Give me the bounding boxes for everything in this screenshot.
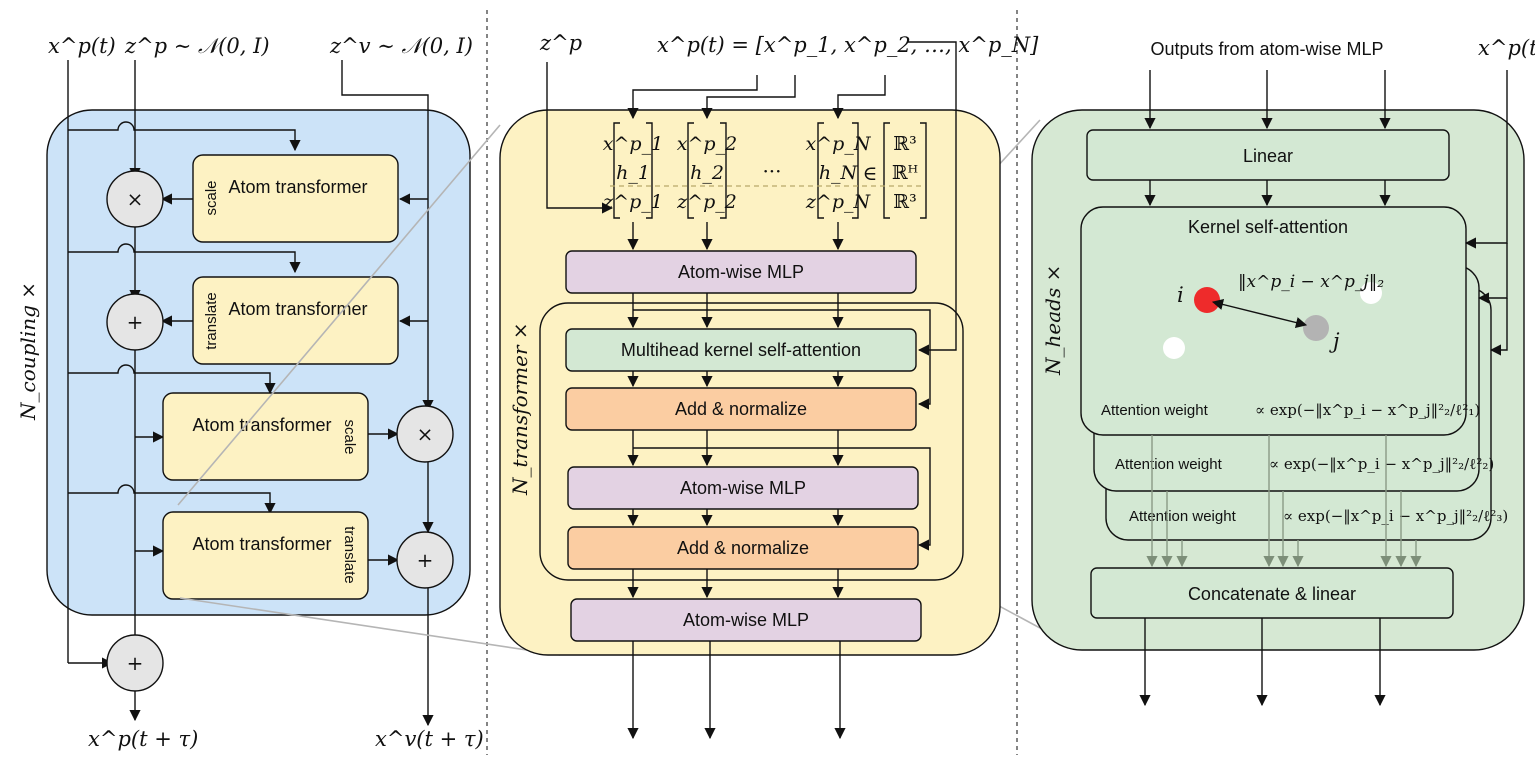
svg-text:Atom-wise MLP: Atom-wise MLP <box>680 478 806 498</box>
atom-transformer-4-title: Atom transformer <box>192 534 331 554</box>
svg-text:x^p_2: x^p_2 <box>677 133 737 155</box>
atomwise-mlp-in: Atom-wise MLP <box>565 250 917 294</box>
atom-transformer-3: Atom transformer scale <box>162 392 369 481</box>
svg-text:Attention weight: Attention weight <box>1129 508 1237 525</box>
atom-transformer-2: Atom transformer translate <box>192 276 399 365</box>
heads-repeat-label: N_heads × <box>1041 265 1065 376</box>
atom-transformer-4: Atom transformer translate <box>162 511 369 600</box>
svg-text:×: × <box>127 187 144 211</box>
atom-transformer-1-title: Atom transformer <box>228 177 367 197</box>
atom-transformer-3-side: scale <box>341 419 358 454</box>
distance-formula: ‖x^p_i − x^p_j‖₂ <box>1238 272 1384 292</box>
svg-text:+: + <box>127 651 144 675</box>
svg-text:ℝ³: ℝ³ <box>893 191 916 213</box>
svg-text:Atom-wise MLP: Atom-wise MLP <box>683 610 809 630</box>
input-zv-noise: z^v ∼ 𝒩(0, I) <box>329 34 473 58</box>
zoom-line-2 <box>179 597 561 656</box>
coupling-repeat-label: N_coupling × <box>16 282 40 421</box>
svg-text:ℝᴴ: ℝᴴ <box>892 162 918 184</box>
svg-text:x^p_N: x^p_N <box>806 133 872 155</box>
atom-transformer-1-side: scale <box>203 180 220 215</box>
svg-text:z^p_N: z^p_N <box>805 191 872 213</box>
svg-text:+: + <box>417 548 434 572</box>
kernel-attention-title: Kernel self-attention <box>1188 217 1348 237</box>
head-output-arrows <box>1146 435 1422 568</box>
svg-text:h_2: h_2 <box>690 162 724 184</box>
svg-text:Concatenate & linear: Concatenate & linear <box>1188 584 1356 604</box>
transformer-panel: z^p x^p(t) = [x^p_1, x^p_2, …, x^p_N] x^… <box>499 31 1039 740</box>
attention-weight-1: Attention weight ∝ exp(−‖x^p_i − x^p_j‖²… <box>1101 401 1480 419</box>
atom-transformer-2-side: translate <box>203 292 220 350</box>
node-j-label: j <box>1329 329 1340 353</box>
transformer-block <box>539 302 964 581</box>
right-input-xp-t: x^p(t) <box>1478 36 1535 60</box>
input-xp-sequence: x^p(t) = [x^p_1, x^p_2, …, x^p_N] <box>657 33 1039 57</box>
atom-transformer-3-title: Atom transformer <box>192 415 331 435</box>
svg-text:Attention weight: Attention weight <box>1115 456 1223 473</box>
atom-node-other-1 <box>1360 282 1382 304</box>
add-normalize-1: Add & normalize <box>565 387 917 431</box>
svg-text:h_N: h_N <box>819 162 859 184</box>
svg-text:z^p_2: z^p_2 <box>676 191 737 213</box>
atom-j-node <box>1303 315 1329 341</box>
atom-node-other-2 <box>1163 337 1185 359</box>
output-xv: x^v(t + τ) <box>375 727 484 751</box>
atomwise-mlp-out: Atom-wise MLP <box>570 598 922 642</box>
multiply-op-1: × <box>106 170 164 228</box>
attention-weight-3: Attention weight ∝ exp(−‖x^p_i − x^p_j‖²… <box>1129 507 1508 525</box>
space-vector: ℝ³ ℝᴴ ℝ³ <box>883 122 927 219</box>
svg-text:∝ exp(−‖x^p_i − x^p_j‖²₂/ℓ²₃): ∝ exp(−‖x^p_i − x^p_j‖²₂/ℓ²₃) <box>1283 507 1508 525</box>
add-op-1: + <box>106 293 164 351</box>
input-zp-middle: z^p <box>539 31 582 55</box>
add-op-final: + <box>106 634 164 692</box>
svg-text:Add & normalize: Add & normalize <box>677 538 809 558</box>
svg-text:+: + <box>127 310 144 334</box>
atomwise-mlp-mid: Atom-wise MLP <box>567 466 919 510</box>
element-of-symbol: ∈ <box>863 161 878 185</box>
multiply-op-2: × <box>396 405 454 463</box>
multihead-attention: Multihead kernel self-attention <box>565 328 917 372</box>
atom-i-node <box>1194 287 1220 313</box>
svg-text:∝ exp(−‖x^p_i − x^p_j‖²₂/ℓ²₂): ∝ exp(−‖x^p_i − x^p_j‖²₂/ℓ²₂) <box>1269 455 1494 473</box>
transformer-background <box>499 109 1001 656</box>
svg-text:Atom-wise MLP: Atom-wise MLP <box>678 262 804 282</box>
atom-vector-n: x^p_N h_N z^p_N <box>805 122 872 219</box>
right-input-label: Outputs from atom-wise MLP <box>1150 39 1383 59</box>
zoom-line-1 <box>177 124 501 506</box>
svg-text:ℝ³: ℝ³ <box>893 133 916 155</box>
node-i-label: i <box>1177 283 1184 307</box>
output-xp: x^p(t + τ) <box>88 727 198 751</box>
svg-text:∝ exp(−‖x^p_i − x^p_j‖²₂/ℓ²₁): ∝ exp(−‖x^p_i − x^p_j‖²₂/ℓ²₁) <box>1255 401 1480 419</box>
svg-text:Linear: Linear <box>1243 146 1293 166</box>
svg-text:Attention weight: Attention weight <box>1101 402 1209 419</box>
svg-text:×: × <box>417 422 434 446</box>
vector-ellipsis: ··· <box>762 159 781 183</box>
svg-text:Multihead kernel self-attentio: Multihead kernel self-attention <box>621 340 861 360</box>
atom-vector-1: x^p_1 h_1 z^p_1 <box>602 122 663 219</box>
attention-weight-2: Attention weight ∝ exp(−‖x^p_i − x^p_j‖²… <box>1115 455 1494 473</box>
svg-text:Add & normalize: Add & normalize <box>675 399 807 419</box>
add-op-2: + <box>396 531 454 589</box>
input-xp-t: x^p(t) <box>48 34 116 58</box>
transformer-repeat-label: N_transformer × <box>508 322 532 496</box>
atom-transformer-2-title: Atom transformer <box>228 299 367 319</box>
add-normalize-2: Add & normalize <box>567 526 919 570</box>
svg-text:h_1: h_1 <box>616 162 650 184</box>
linear-layer: Linear <box>1086 129 1450 181</box>
atom-vector-2: x^p_2 h_2 z^p_2 <box>676 122 737 219</box>
distance-arrow <box>1211 298 1308 329</box>
atom-transformer-4-side: translate <box>341 526 358 584</box>
input-zp-noise: z^p ∼ 𝒩(0, I) <box>124 34 270 58</box>
atom-transformer-1: Atom transformer scale <box>192 154 399 243</box>
attention-panel: Outputs from atom-wise MLP x^p(t) Linear… <box>1031 36 1535 707</box>
coupling-panel: x^p(t) z^p ∼ 𝒩(0, I) z^v ∼ 𝒩(0, I) N_cou… <box>16 34 484 751</box>
svg-text:z^p_1: z^p_1 <box>602 191 663 213</box>
concat-linear: Concatenate & linear <box>1090 567 1454 619</box>
svg-text:x^p_1: x^p_1 <box>603 133 663 155</box>
